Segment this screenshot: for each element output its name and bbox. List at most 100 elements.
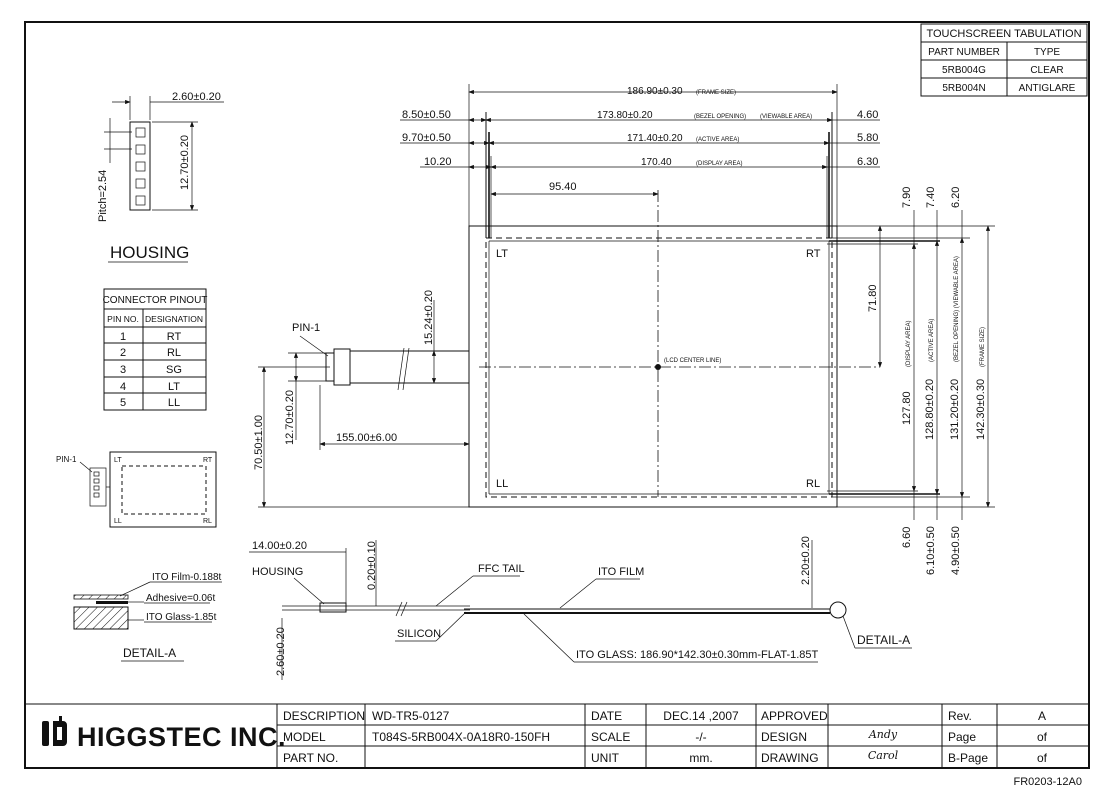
center-height-dim: 71.80 (867, 284, 879, 312)
side-left-dim: 2.60±0.20 (275, 627, 287, 676)
pinout-cell: 5 (120, 397, 126, 409)
pinout-header-designation: DESIGNATION (145, 314, 203, 324)
title-block: HIGGSTEC INC. DESCRIPTION WD-TR5-0127 MO… (25, 703, 1089, 768)
bezel-left-dim: 8.50±0.50 (402, 109, 451, 121)
active-width-dim: 171.40±0.20 (627, 133, 683, 144)
pinout-cell: LT (168, 381, 180, 393)
side-right-dim: 2.20±0.20 (800, 536, 812, 585)
date-label: DATE (591, 709, 622, 723)
drawing-border (24, 21, 1090, 769)
ito-film-label: ITO Film-0.188t (152, 572, 221, 583)
connector-pinout-table: CONNECTOR PINOUT PIN NO. DESIGNATION 1 R… (103, 288, 208, 411)
page-value: of (1037, 730, 1048, 744)
tab-cell: ANTIGLARE (1019, 83, 1076, 94)
active-left-dim: 9.70±0.50 (402, 132, 451, 144)
thumbnail-corner: RT (203, 457, 213, 464)
center-mark (655, 364, 661, 370)
active-height-dim: 128.80±0.20 (924, 379, 936, 440)
drawing-signature: Carol (868, 749, 899, 762)
scale-label: SCALE (591, 730, 630, 744)
display-height-dim: 127.80 (901, 391, 913, 425)
ffc-tail-plan: PIN-1 15.24±0.20 70.50±1.00 12.70±0.20 1… (253, 290, 470, 508)
scale-value: -/- (695, 730, 706, 744)
unit-label: UNIT (591, 751, 620, 765)
bezel-opening (485, 237, 833, 498)
thumbnail-pin: PIN-1 (56, 455, 77, 464)
center-offset-dim: 95.40 (549, 181, 577, 193)
rev-value: A (1038, 709, 1046, 723)
panel-thumbnail: PIN-1 LT RT LL RL (56, 451, 217, 528)
tab-header-part: PART NUMBER (928, 47, 1000, 58)
corner-lt: LT (496, 248, 508, 260)
pin1-label: PIN-1 (292, 322, 320, 334)
bezel-note: (BEZEL OPENING) (694, 114, 746, 120)
side-housing-label: HOUSING (252, 566, 303, 578)
bezel-right-dim: 4.60 (857, 109, 878, 121)
bpage-label: B-Page (948, 751, 988, 765)
bezel-note2: (VIEWABLE AREA) (760, 114, 812, 120)
ito-film-side-label: ITO FILM (598, 566, 644, 578)
top-offset-dim: 7.90 (901, 187, 913, 208)
display-height-note: (DISPLAY AREA) (906, 321, 912, 367)
bezel-width-dim: 173.80±0.20 (597, 110, 653, 121)
tabulation-title: TOUCHSCREEN TABULATION (926, 28, 1081, 40)
thumbnail-corner: RL (203, 518, 212, 525)
frame-outline (468, 225, 838, 508)
right-dimensions: 71.80 127.80 (DISPLAY AREA) 128.80±0.20 … (827, 187, 995, 575)
touch-panel-front-view: (LCD CENTER LINE) LT RT LL RL (468, 190, 880, 508)
ito-glass-spec: ITO GLASS: 186.90*142.30±0.30mm-FLAT-1.8… (576, 649, 819, 661)
lcd-center-label: (LCD CENTER LINE) (664, 358, 721, 364)
housing-height-dim: 12.70±0.20 (179, 135, 191, 190)
design-label: DESIGN (761, 730, 807, 744)
top-offset-dim: 6.20 (950, 187, 962, 208)
tab-cell: CLEAR (1030, 65, 1063, 76)
tabulation-table: TOUCHSCREEN TABULATION PART NUMBER TYPE … (920, 23, 1088, 97)
page-label: Page (948, 730, 976, 744)
housing-pitch: Pitch=2.54 (97, 170, 109, 222)
active-height-note: (ACTIVE AREA) (929, 319, 935, 362)
side-view: 14.00±0.20 HOUSING 0.20±0.10 FFC TAIL IT… (249, 536, 912, 680)
tail-length-dim: 155.00±6.00 (336, 432, 397, 444)
bezel-height-note: (BEZEL OPENING) (VIEWABLE AREA) (954, 256, 960, 362)
display-width-dim: 170.40 (641, 157, 672, 168)
corner-ll: LL (496, 478, 508, 490)
pinout-cell: RT (167, 331, 182, 343)
corner-rl: RL (806, 478, 820, 490)
detail-a-title: DETAIL-A (123, 646, 176, 660)
bottom-offset-dim: 6.60 (901, 527, 913, 548)
form-number: FR0203-12A0 (1014, 776, 1083, 788)
tail-width-dim: 12.70±0.20 (284, 390, 296, 445)
frame-width-note: (FRAME SIZE) (696, 90, 736, 96)
pinout-header-pin: PIN NO. (107, 314, 139, 324)
rev-label: Rev. (948, 709, 972, 723)
pinout-cell: 3 (120, 364, 126, 376)
frame-height-dim: 142.30±0.30 (975, 379, 987, 440)
bezel-height-dim: 131.20±0.20 (949, 379, 961, 440)
thumbnail-corner: LL (114, 518, 122, 525)
housing-width-dim: 2.60±0.20 (172, 91, 221, 103)
display-left-dim: 10.20 (424, 156, 452, 168)
housing-detail: 2.60±0.20 12.70±0.20 Pitch=2.54 HOUSING (97, 91, 224, 263)
corner-rt: RT (806, 248, 821, 260)
pinout-cell: SG (166, 364, 182, 376)
pinout-cell: 1 (120, 331, 126, 343)
pinout-title: CONNECTOR PINOUT (103, 295, 208, 306)
date-value: DEC.14 ,2007 (663, 709, 739, 723)
bpage-value: of (1037, 751, 1048, 765)
bottom-offset-dim: 4.90±0.50 (950, 526, 962, 575)
part-label: PART NO. (283, 751, 338, 765)
active-note: (ACTIVE AREA) (696, 137, 739, 143)
ito-glass-label: ITO Glass-1.85t (146, 612, 217, 623)
adhesive-label: Adhesive=0.06t (146, 593, 215, 604)
housing-length-dim: 14.00±0.20 (252, 540, 307, 552)
tab-header-type: TYPE (1034, 47, 1060, 58)
bottom-offset-dim: 6.10±0.50 (925, 526, 937, 575)
detail-a-stack: ITO Film-0.188t Adhesive=0.06t ITO Glass… (73, 572, 222, 662)
display-note: (DISPLAY AREA) (696, 161, 742, 167)
display-right-dim: 6.30 (857, 156, 878, 168)
active-right-dim: 5.80 (857, 132, 878, 144)
top-dimensions: 186.90±0.30 (FRAME SIZE) 8.50±0.50 173.8… (400, 84, 880, 238)
tab-cell: 5RB004N (942, 83, 985, 94)
pinout-cell: 2 (120, 347, 126, 359)
